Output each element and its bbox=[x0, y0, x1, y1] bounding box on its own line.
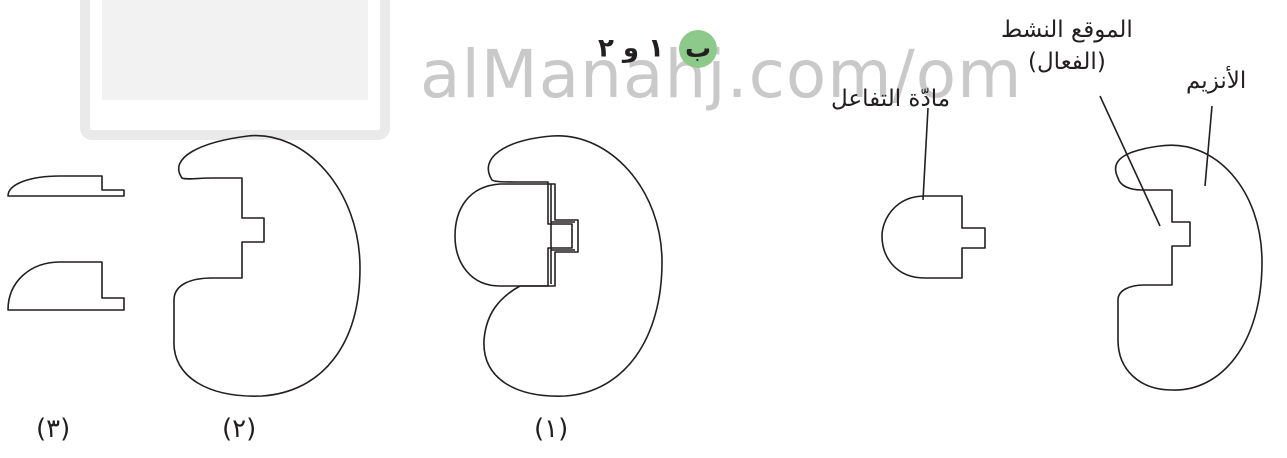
figure-number-1: (١) bbox=[534, 414, 568, 444]
substrate-label: مادّة التفاعل bbox=[831, 86, 950, 112]
answer-text: ١ و ٢ bbox=[598, 34, 664, 64]
substrate-shape bbox=[882, 196, 985, 278]
enzyme-leader-line bbox=[1205, 106, 1212, 186]
enzyme-after-shape bbox=[174, 136, 360, 397]
answer-label: ب ١ و ٢ bbox=[598, 30, 717, 68]
product-shape-bottom bbox=[8, 262, 124, 310]
product-shape-top bbox=[8, 176, 124, 196]
substrate-leader-line bbox=[923, 108, 928, 200]
active-site-leader-line bbox=[1100, 96, 1160, 226]
enzyme-label: الأنزيم bbox=[1186, 68, 1246, 94]
active-site-label-line2: (الفعال) bbox=[1001, 46, 1133, 78]
complex-enzyme-shape bbox=[484, 136, 662, 396]
complex-substrate-shape bbox=[455, 184, 578, 286]
figure-number-2: (٢) bbox=[222, 414, 256, 444]
active-site-label-line1: الموقع النشط bbox=[1001, 14, 1133, 46]
figure-number-3: (٣) bbox=[36, 414, 70, 444]
active-site-label: الموقع النشط (الفعال) bbox=[1001, 14, 1133, 78]
enzyme-shape bbox=[1116, 145, 1262, 390]
answer-letter-badge: ب bbox=[679, 30, 717, 68]
